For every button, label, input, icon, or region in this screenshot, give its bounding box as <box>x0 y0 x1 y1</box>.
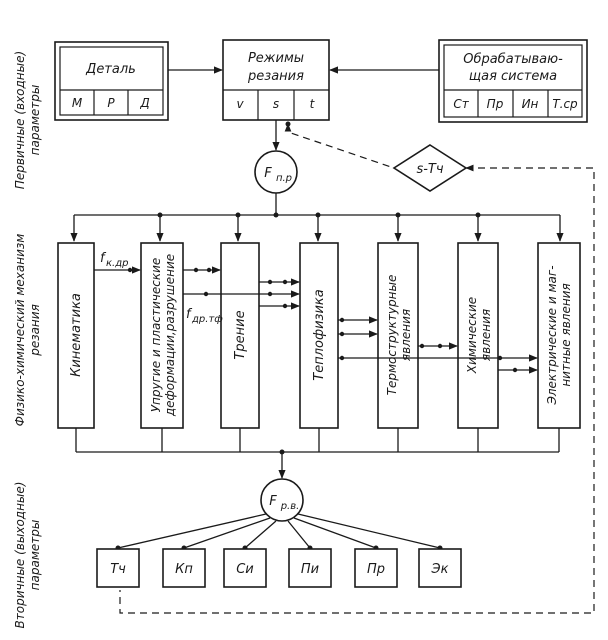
mechanism-label-5b: явления <box>479 309 493 361</box>
mechanism-chemical <box>457 242 499 429</box>
cutting-modes-block: Режимы резания v s t <box>222 39 330 121</box>
machining-system-block: Обрабатываю- щая система Ст Пр Ин Т.ср <box>438 39 588 123</box>
mechanism-friction <box>220 242 260 429</box>
system-cell-pr: Пр <box>487 97 504 111</box>
fpr-subscript: п.р <box>276 173 292 184</box>
mechanism-label-2: Трение <box>233 310 248 359</box>
secondary-params-label: Вторичные (выходные) <box>13 482 27 629</box>
secondary-params-label-2: параметры <box>28 520 42 591</box>
mechanism-thermophysics <box>299 242 339 429</box>
output-label-2: Си <box>236 562 254 577</box>
system-cell-in: Ин <box>522 97 539 111</box>
input-force-node <box>254 150 298 194</box>
output-pr <box>354 548 398 588</box>
fpr-label: F <box>264 166 272 181</box>
output-label-5: Эк <box>431 562 449 577</box>
mechanism-label-2: резания <box>28 304 42 357</box>
s-to-diamond-dashed <box>284 123 395 169</box>
f-drtf-label: f <box>186 307 193 322</box>
mechanism-label-5a: Химические <box>465 297 479 374</box>
mechanism-label-4a: Термоструктурные <box>385 275 399 396</box>
output-pi <box>288 548 332 588</box>
mechanism-label: Физико-химический механизм <box>13 234 27 427</box>
mechanism-label-6b: нитные явления <box>559 283 573 386</box>
output-label-3: Пи <box>301 562 319 577</box>
output-label-0: Тч <box>110 562 126 577</box>
feedback-diamond <box>392 144 468 192</box>
detail-cell-r: Р <box>107 96 115 110</box>
mechanism-label-0: Кинематика <box>69 293 84 377</box>
mechanism-label-1a: Упругие и пластические <box>149 258 163 413</box>
primary-params-label-2: параметры <box>28 85 42 156</box>
output-label-4: Пр <box>367 562 385 577</box>
output-force-node <box>260 478 304 522</box>
mechanism-kinematics <box>57 242 95 429</box>
modes-cell-s: s <box>273 97 279 111</box>
mechanism-label-3: Теплофизика <box>312 289 327 380</box>
output-boxes: Тч Кп Си Пи Пр Эк <box>96 548 462 588</box>
primary-params-label: Первичные (входные) <box>13 51 27 189</box>
system-cell-tsr: Т.ср <box>552 97 578 111</box>
f-kdr-label: f <box>100 251 107 266</box>
output-ek <box>418 548 462 588</box>
system-title-2: щая система <box>469 69 557 84</box>
system-title-1: Обрабатываю- <box>463 52 563 67</box>
detail-block: Деталь М Р Д <box>54 41 169 121</box>
output-si <box>223 548 267 588</box>
detail-cell-m: М <box>72 96 83 110</box>
modes-title-1: Режимы <box>248 51 304 66</box>
modes-cell-v: v <box>236 97 244 111</box>
mechanism-deformation <box>140 242 184 429</box>
top-bus-drops <box>70 212 564 242</box>
bottom-bus <box>75 428 560 479</box>
feedback-return-dashed <box>119 164 595 614</box>
mechanism-label-1b: деформации,разрушение <box>163 254 177 417</box>
output-tch <box>96 548 140 588</box>
frv-subscript: р.в. <box>280 501 300 512</box>
frv-label: F <box>269 494 277 509</box>
mechanism-thermostructural <box>377 242 419 429</box>
interconnections <box>94 266 538 374</box>
system-cell-st: Ст <box>453 97 469 111</box>
output-kp <box>162 548 206 588</box>
f-kdr-subscript: к.др <box>106 258 128 269</box>
modes-cell-t: t <box>310 97 316 111</box>
f-drtf-subscript: др.тф <box>191 314 223 325</box>
detail-title: Деталь <box>85 62 136 77</box>
mechanism-label-6a: Электрические и маг- <box>545 265 559 405</box>
modes-title-2: резания <box>247 69 304 84</box>
mechanism-label-4b: явления <box>399 309 413 361</box>
detail-cell-d: Д <box>139 96 149 110</box>
mechanism-columns <box>57 242 581 429</box>
mechanism-electromagnetic <box>537 242 581 429</box>
output-label-1: Кп <box>175 562 193 577</box>
feedback-label: s-Тч <box>416 162 443 177</box>
